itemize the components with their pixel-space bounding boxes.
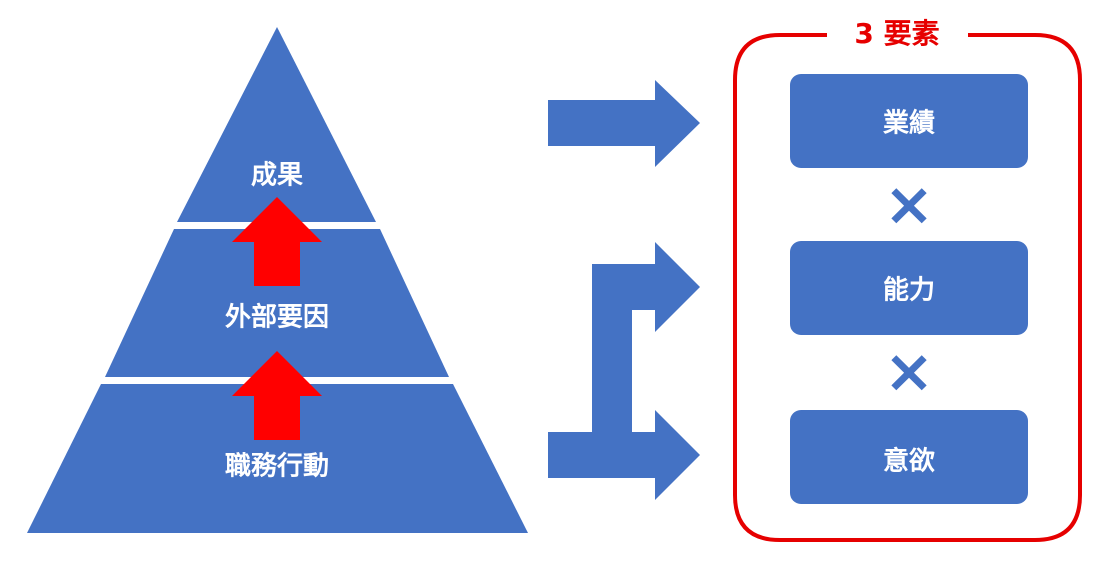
pyramid-label-top: 成果 [251,161,303,191]
pyramid-label-bottom: 職務行動 [225,451,329,482]
frame-border [733,33,1082,542]
pyramid-level-bottom [27,384,528,533]
pyramid: 成果 外部要因 職務行動 [27,27,528,533]
right-arrow-icon [548,80,700,167]
red-up-arrow-icon [232,197,322,286]
pyramid-label-middle: 外部要因 [225,303,329,333]
connector-arrows [548,80,700,500]
element-label-ability: 能力 [883,275,935,306]
element-box-ability [790,241,1028,335]
bracket-arrow-icon [548,242,700,500]
red-up-arrow-icon [232,351,322,440]
frame-title: 3 要素 [854,17,939,50]
element-box-motivation [790,410,1028,504]
pyramid-level-top [177,27,376,222]
element-boxes: 業績 × 能力 × 意欲 [790,74,1028,504]
element-box-performance [790,74,1028,168]
element-label-performance: 業績 [883,109,935,139]
elements-frame: 3 要素 [733,17,1082,542]
element-label-motivation: 意欲 [883,446,935,477]
multiply-icon: × [884,170,934,240]
pyramid-level-middle [105,229,449,377]
multiply-icon: × [884,337,934,407]
